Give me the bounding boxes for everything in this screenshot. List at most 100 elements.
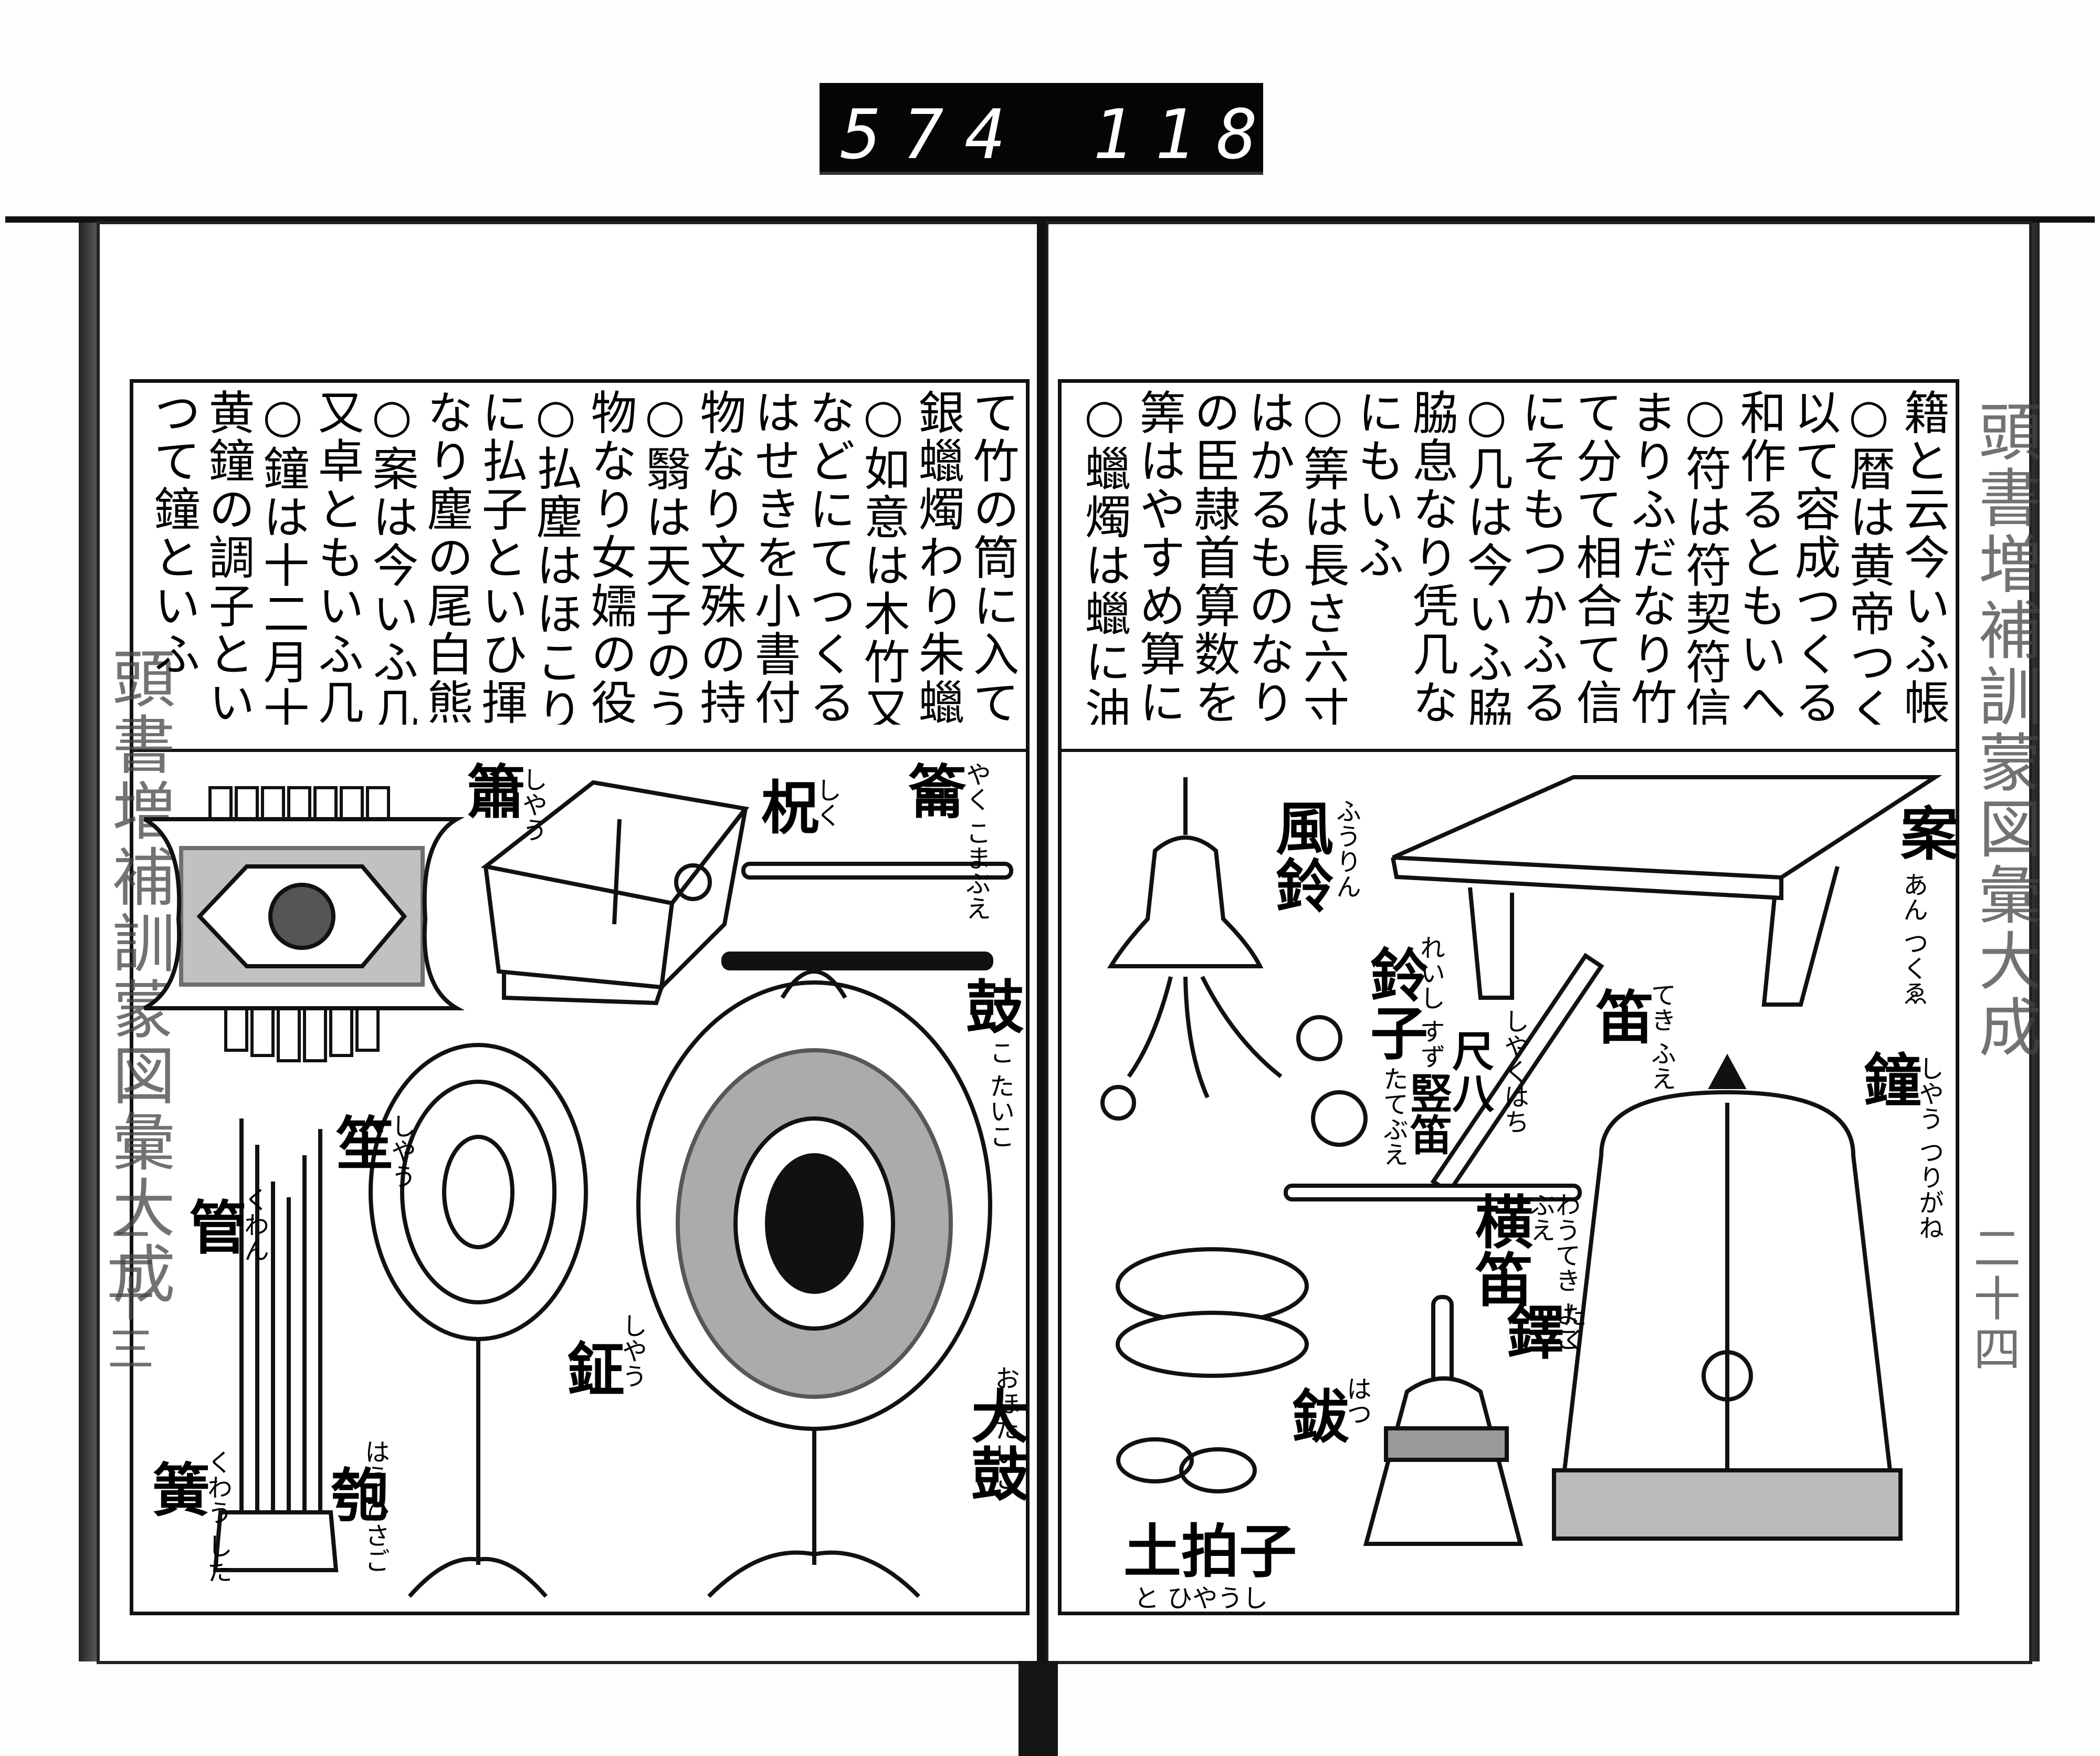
text-column: 物なり文殊の持つ物なり — [692, 389, 747, 725]
text-column: ○几は今いふ脇息なりすさ — [1460, 389, 1514, 725]
text-column: などにてつくる物なりまと — [802, 389, 856, 725]
sho-panpipe-illustration — [143, 786, 465, 1062]
text-column: 銀蠟燭わり朱蠟燭わり — [911, 389, 965, 725]
text-column: ○案は今いふ几なりつくゑ — [365, 389, 419, 725]
left-text-divider — [133, 749, 1026, 752]
text-column: にもいふ — [1350, 389, 1404, 582]
reading-tatebue: たてぶえ — [1379, 1066, 1408, 1167]
reading-sho-mouth-organ: しやう — [386, 1113, 416, 1189]
left-side-title: 頭書増補訓蒙図彙大成 — [101, 646, 174, 1308]
text-column: にそもつかふるなり — [1514, 389, 1568, 725]
label-dobyoshi: 土拍子 — [1124, 1518, 1297, 1585]
text-column: に払子といひ揮指ともいふ具 — [474, 389, 528, 725]
right-page-text: 籍と云今いふ帳なり ○暦は黄帝つくりあへよる 以て容成つくるともまた羲 和作ると… — [1068, 389, 1950, 746]
text-column: まりふだなり竹をさ六寸にし — [1623, 389, 1677, 725]
text-column: ○翳は天子のうしろにかざす — [638, 389, 692, 725]
right-text-divider — [1062, 749, 1956, 752]
label-shuku-box: 柷 — [751, 777, 819, 835]
an-desk-illustration — [1391, 775, 1942, 1007]
taiko-illustration — [636, 969, 992, 1598]
label-reed: 簧 — [142, 1460, 210, 1518]
text-column: 和作るともいへり — [1732, 389, 1787, 725]
left-page-number: 二十三 — [99, 1224, 154, 1375]
reading-shuku-box: しく — [812, 777, 841, 828]
yokobue-illustration — [1284, 1184, 1582, 1201]
text-column: ○符は符契符信といひ — [1678, 389, 1732, 725]
taku-bell-illustration — [1363, 1295, 1524, 1546]
furin-wind-bell-illustration — [1107, 777, 1283, 1099]
text-column: つて鐘といふ — [146, 389, 201, 678]
label-kan-pipe: 管 — [179, 1197, 247, 1255]
reading-hisago-gourd: はう ひさご — [360, 1439, 390, 1573]
reading-sho-gong: しやう — [617, 1313, 647, 1388]
kane-temple-bell-illustration — [1552, 1053, 1903, 1541]
counter-left-number: 574 — [841, 95, 1027, 174]
text-column: 籍と云今いふ帳なり — [1896, 389, 1950, 725]
yaku-flute-illustration — [721, 862, 1013, 970]
reading-reed: くわう した — [203, 1449, 232, 1584]
label-sho-panpipe: 簫 — [457, 761, 525, 819]
right-side-title: 頭書増補訓蒙図彙大成 — [1968, 399, 2041, 1061]
text-column: ○筭は長さ六寸暦数を — [1296, 389, 1350, 725]
reading-yaku-flute: やく こまぶえ — [961, 761, 991, 921]
text-column: ○蠟燭は蠟に油をまぜて作 — [1077, 389, 1131, 725]
reading-teki: てき ふえ — [1646, 982, 1676, 1091]
label-taiko: 大鼓 — [961, 1386, 1029, 1502]
sho-gong-illustration — [369, 1043, 588, 1598]
text-column: ○暦は黄帝つくりあへよる — [1842, 389, 1896, 725]
reading-yokobue: わうてき よこぶえ — [1526, 1192, 1580, 1352]
left-page-text: て竹の筒に入てもる燭台なり 銀蠟燭わり朱蠟燭わり ○如意は木竹又象牙玳瑁 などに… — [138, 389, 1020, 746]
text-column: て竹の筒に入てもる燭台なり — [965, 389, 1020, 725]
spine-binding — [1018, 1661, 1058, 1756]
text-column: 脇息なり凭几なり又机さ — [1405, 389, 1459, 725]
right-page-number: 二十四 — [1965, 1224, 2020, 1375]
text-column: の臣隷首算数をはかる — [1186, 389, 1241, 725]
reading-shakuhachi: しやくはち — [1499, 1008, 1529, 1134]
sho-mouth-organ-illustration — [213, 1119, 339, 1572]
archive-frame-counter: 574 118. — [820, 83, 1320, 175]
reading-kane: しやう つりがね — [1914, 1055, 1944, 1240]
text-column: ○鐘は十二月十二調子の中 — [256, 389, 310, 725]
label-yaku-flute: 籥 — [898, 761, 966, 819]
label-hisago-gourd: 匏 — [321, 1465, 388, 1523]
reading-sho-panpipe: しやう — [518, 767, 547, 842]
label-taku: 鐸 — [1497, 1302, 1564, 1360]
reading-kan-pipe: くわん — [239, 1187, 269, 1262]
text-column: て分て相合て信とすることなり — [1568, 389, 1623, 725]
dobyoshi-clappers-illustration — [1116, 1437, 1257, 1493]
reading-furin: ふうりん — [1331, 798, 1361, 899]
hatsu-cymbals-illustration — [1116, 1247, 1309, 1378]
label-hatsu: 鈸 — [1282, 1386, 1349, 1444]
reading-hatsu: はつ — [1342, 1376, 1371, 1426]
label-shakuhachi: 尺八 — [1445, 1029, 1495, 1113]
text-column: ○如意は木竹又象牙玳瑁 — [856, 389, 910, 725]
shuku-box-illustration — [480, 780, 750, 1006]
label-kane: 鐘 — [1854, 1050, 1922, 1108]
left-page-frame — [130, 379, 1030, 1615]
text-column: 又卓ともいふ几案ともいふ — [310, 389, 364, 725]
reading-reishi: れいし すず — [1415, 935, 1445, 1069]
reading-taku: たく — [1557, 1302, 1587, 1353]
text-column: 物なり女嬬の役なり — [583, 389, 637, 725]
text-column: 黄鐘の調子といふことよ — [201, 389, 255, 725]
label-reishi: 鈴子 — [1360, 945, 1428, 1061]
label-yokobue: 横笛 — [1465, 1192, 1533, 1308]
reading-taiko: おほたいこ — [990, 1365, 1020, 1491]
spine-line — [1037, 221, 1046, 1756]
reishi-bells-illustration — [1100, 1015, 1368, 1147]
reading-dobyoshi: と ひやうし — [1134, 1584, 1268, 1613]
label-sho-gong: 鉦 — [557, 1339, 625, 1397]
label-teki: 笛 — [1586, 987, 1654, 1045]
text-column: はせきを小書付をのせる — [747, 389, 801, 725]
text-column: はかるものなり黄帝 — [1241, 389, 1295, 725]
label-ko-drum: 鼓 — [956, 977, 1024, 1034]
reading-ko-drum: こ たいこ — [985, 1040, 1014, 1149]
label-an-desk: 案 — [1891, 803, 1958, 861]
text-column: ○払塵はほこりはらひ禅家 — [529, 389, 583, 725]
counter-right-number: 118. — [1093, 95, 1341, 174]
reading-an-desk: あん つくゑ — [1898, 872, 1928, 1006]
label-furin: 風鈴 — [1266, 798, 1334, 914]
label-sho-mouth-organ: 笙 — [326, 1113, 394, 1171]
label-tatebue: 竪笛 — [1403, 1071, 1453, 1155]
